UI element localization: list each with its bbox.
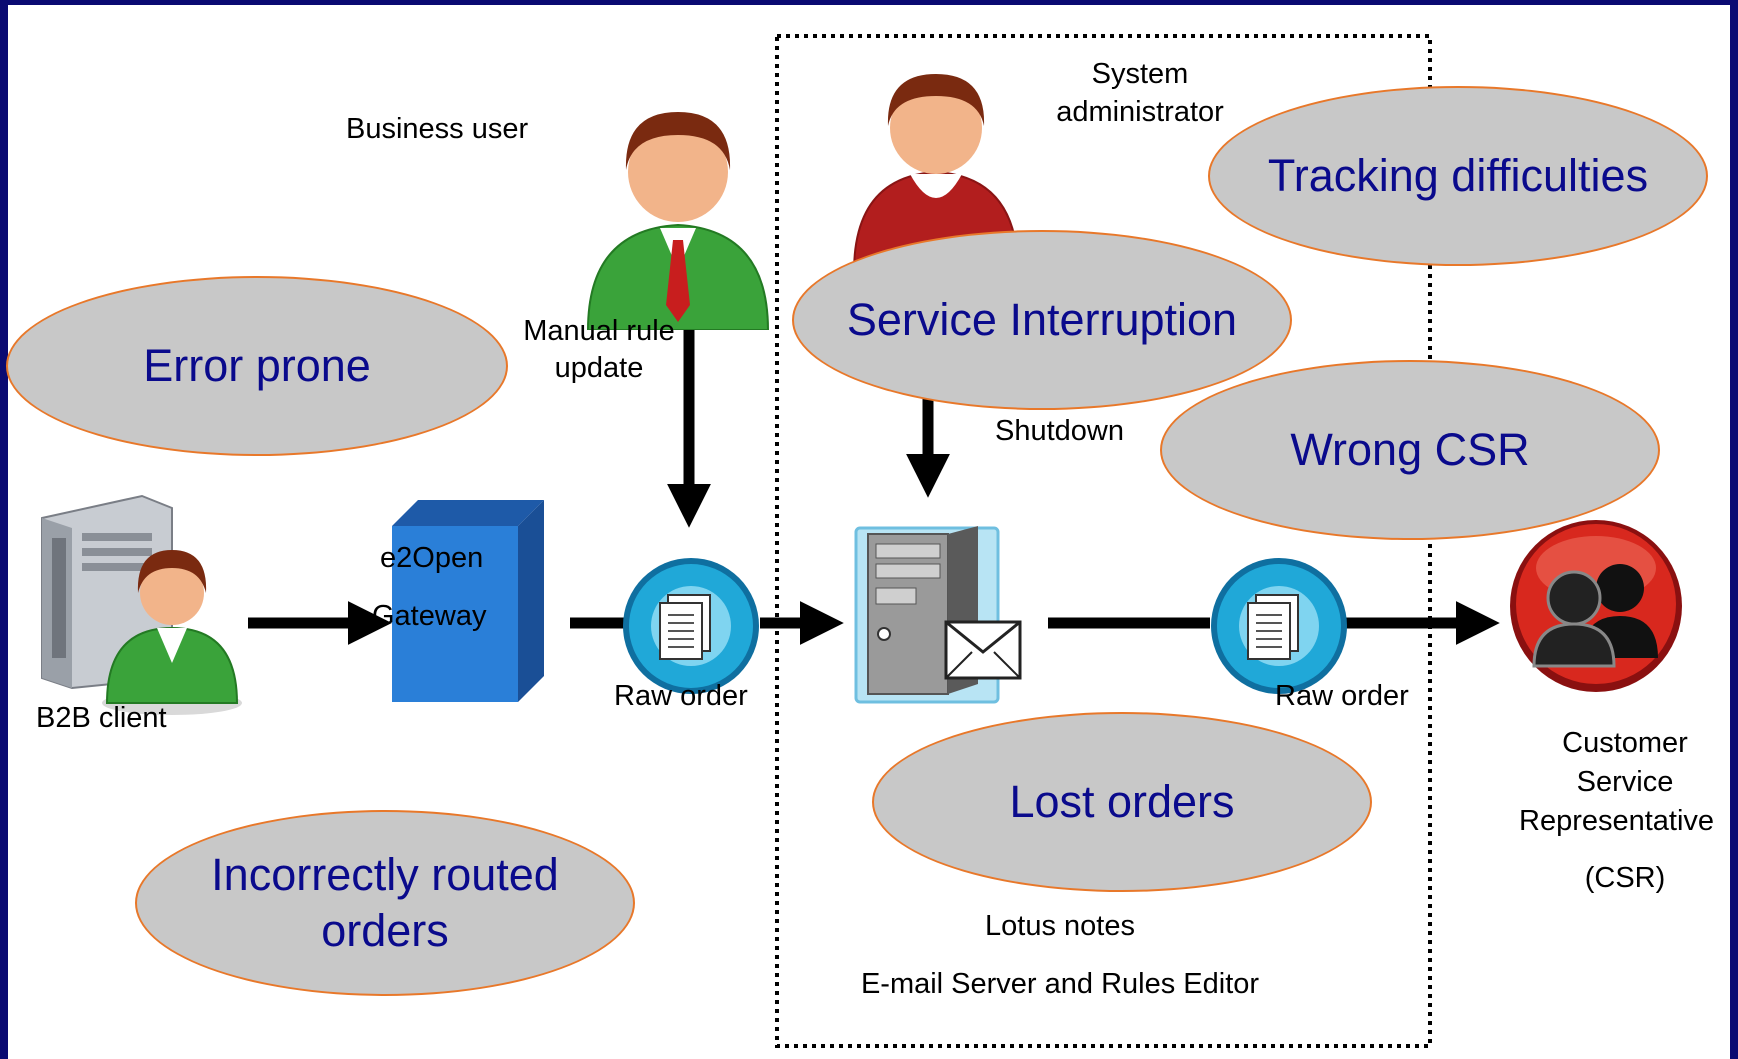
raw-order-right-icon (1211, 558, 1347, 694)
raw-order-left-icon (623, 558, 759, 694)
raw-order-right-label: Raw order (1275, 680, 1409, 712)
issue-service-interruption: Service Interruption (792, 230, 1292, 410)
business-user-label: Business user (346, 113, 529, 145)
issue-incorrectly-routed: Incorrectly routed orders (135, 810, 635, 996)
update-label: update (554, 352, 644, 384)
issue-error-prone: Error prone (6, 276, 508, 456)
raw-order-left-label: Raw order (614, 680, 748, 712)
administrator-label: administrator (1056, 96, 1224, 128)
system-label: System (1091, 58, 1189, 90)
csr-group-icon (1510, 520, 1682, 692)
b2b-client-icon (41, 494, 242, 715)
e2open-gateway-icon (392, 500, 544, 702)
gateway-label: Gateway (372, 600, 487, 632)
csr-service-label: Service (1576, 766, 1674, 798)
lotus-boundary (775, 34, 1432, 1048)
e2open-label: e2Open (380, 542, 484, 574)
csr-abbrev-label: (CSR) (1584, 862, 1666, 894)
lotus-notes-label: Lotus notes (985, 910, 1135, 942)
issue-lost-orders: Lost orders (872, 712, 1372, 892)
email-server-icon (854, 526, 1022, 704)
issue-tracking-difficulties: Tracking difficulties (1208, 86, 1708, 266)
shutdown-label: Shutdown (995, 415, 1124, 447)
email-server-label: E-mail Server and Rules Editor (860, 968, 1260, 1000)
b2b-client-label: B2B client (36, 702, 167, 734)
csr-customer-label: Customer (1562, 727, 1688, 759)
issue-wrong-csr: Wrong CSR (1160, 360, 1660, 540)
csr-representative-label: Representative (1519, 805, 1715, 837)
business-user-icon (586, 112, 770, 330)
manual-rule-label: Manual rule (523, 315, 675, 347)
